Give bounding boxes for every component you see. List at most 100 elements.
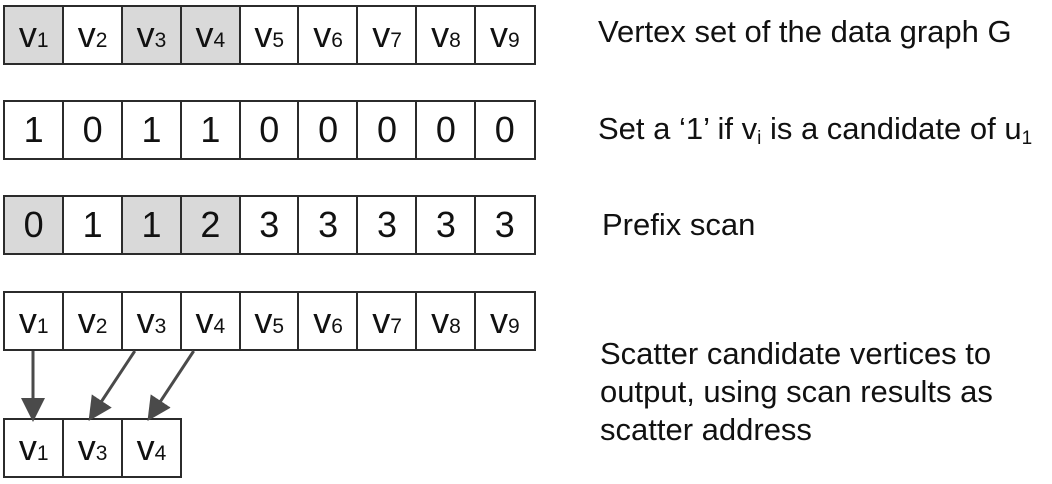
cell-subscript: 7 (390, 29, 402, 52)
cell-value: v (18, 14, 37, 55)
cell-value: 1 (141, 109, 162, 150)
prefix-scan-description: Prefix scan (602, 207, 756, 242)
cell-value: 1 (82, 204, 103, 245)
cell-subscript: 5 (272, 29, 285, 52)
flags-cell: 1 (120, 100, 183, 160)
scatter-desc-line-3: scatter address (600, 411, 812, 447)
cell-value: 3 (318, 204, 339, 245)
cell-subscript: 6 (331, 29, 343, 52)
cell-subscript: 3 (154, 29, 167, 52)
cell-value: 0 (318, 109, 339, 150)
flags-cell: 0 (61, 100, 124, 160)
cell-value: v (18, 427, 37, 468)
prefix-scan-cell: 3 (238, 195, 300, 255)
cell-value: v (313, 300, 332, 341)
cell-subscript: 3 (154, 315, 167, 338)
flags-cell: 0 (356, 100, 418, 160)
cell-value: v (431, 14, 450, 55)
cell-value: 0 (82, 109, 103, 150)
cell-value: v (195, 300, 214, 341)
cell-value: 1 (23, 109, 44, 150)
cell-value: v (77, 427, 96, 468)
cell-value: 0 (259, 109, 280, 150)
cell-value: 0 (494, 109, 515, 150)
prefix-scan-cell: 3 (474, 195, 536, 255)
cell-value: v (136, 14, 155, 55)
cell-subscript: 2 (95, 29, 108, 52)
cell-subscript: 5 (272, 315, 285, 338)
cell-value: v (372, 14, 391, 55)
prefix-scan-cell: 1 (120, 195, 183, 255)
cell-subscript: 4 (213, 29, 226, 52)
cell-value: v (195, 14, 214, 55)
cell-subscript: 8 (449, 315, 461, 338)
cell-value: 3 (377, 204, 398, 245)
cell-value: v (77, 14, 96, 55)
scatter-arrow-3 (147, 350, 195, 422)
cell-value: v (489, 14, 508, 55)
cell-value: v (372, 300, 391, 341)
cell-value: 1 (200, 109, 221, 150)
cell-value: 3 (494, 204, 515, 245)
cell-value: v (489, 300, 508, 341)
cell-value: 0 (23, 204, 44, 245)
scatter-arrow-2 (88, 350, 137, 422)
cell-subscript: 1 (36, 315, 49, 338)
cell-value: 0 (435, 109, 456, 150)
flags-cell: 1 (179, 100, 242, 160)
vertex-set-description: Vertex set of the data graph G (598, 14, 1012, 49)
candidate-flag-description: Set a ‘1’ if vi is a candidate of u1 (598, 110, 1033, 149)
scatter-desc-line-1: Scatter candidate vertices to (600, 336, 992, 371)
cell-value: 0 (377, 109, 398, 150)
cell-subscript: 6 (331, 315, 343, 338)
cell-value: v (431, 300, 450, 341)
flag-desc-sub-1: 1 (1021, 128, 1033, 149)
flag-desc-text-1: Set a ‘1’ if v (598, 111, 758, 146)
cell-value: v (136, 300, 155, 341)
cell-value: v (136, 427, 155, 468)
cell-subscript: 7 (390, 315, 402, 338)
prefix-scan-cell: 3 (297, 195, 359, 255)
cell-subscript: 2 (95, 315, 108, 338)
prefix-scan-cell: 3 (415, 195, 477, 255)
cell-subscript: 9 (507, 29, 520, 52)
scatter-desc-line-2: output, using scan results as (600, 373, 993, 409)
prefix-scan-cell: 0 (3, 195, 65, 255)
cell-value: v (254, 300, 273, 341)
cell-subscript: 1 (36, 29, 49, 52)
flag-desc-sub-i: i (757, 128, 762, 149)
cell-value: 2 (200, 204, 221, 245)
prefix-scan-cell: 3 (356, 195, 418, 255)
cell-subscript: 3 (95, 442, 108, 465)
flags-cell: 1 (3, 100, 65, 160)
cell-subscript: 4 (213, 315, 226, 338)
cell-subscript: 9 (507, 315, 520, 338)
cell-value: 3 (259, 204, 280, 245)
cell-value: v (313, 14, 332, 55)
scatter-description: Scatter candidate vertices to output, us… (600, 335, 993, 448)
flag-desc-text-2: is a candidate of u (761, 111, 1022, 146)
flags-cell: 0 (474, 100, 536, 160)
cell-value: v (254, 14, 273, 55)
flags-cell: 0 (415, 100, 477, 160)
prefix-scan-cell: 1 (61, 195, 124, 255)
